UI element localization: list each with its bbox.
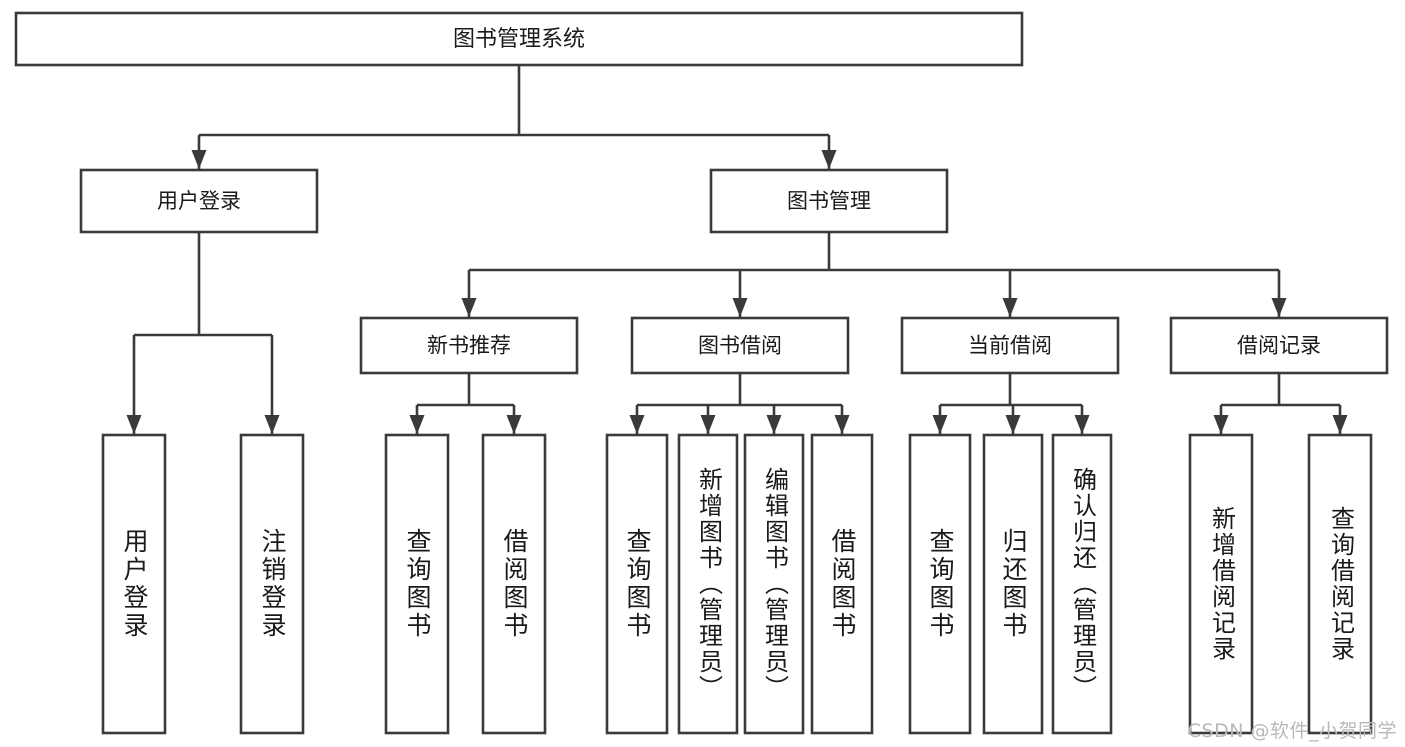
leaf-node-2[interactable] [384,433,450,735]
leaf-node-5[interactable] [677,433,739,735]
level2-node-0[interactable]: 用户登录 [79,168,319,234]
leaf-node-1[interactable] [239,433,305,735]
node-label: 当前借阅 [968,334,1052,358]
node-label: 新书推荐 [427,334,511,358]
leaf-node-7[interactable] [810,433,874,735]
leaf-node-10[interactable] [1051,433,1113,735]
node-label: 图书借阅 [698,334,782,358]
leaf-node-9[interactable] [982,433,1044,735]
connector-edges-group [126,65,1348,434]
node-label: 用户登录 [157,189,241,213]
level3-node-2[interactable]: 当前借阅 [900,316,1120,375]
level2-node-1[interactable]: 图书管理 [709,168,949,234]
leaf-node-3[interactable] [481,433,547,735]
level3-node-3[interactable]: 借阅记录 [1169,316,1389,375]
leaf-node-6[interactable] [743,433,805,735]
leaf-node-8[interactable] [908,433,972,735]
node-label: 图书管理系统 [453,27,585,52]
leaf-node-0[interactable] [101,433,167,735]
leaf-node-4[interactable] [605,433,669,735]
root-node-图书管理系统[interactable]: 图书管理系统 [14,11,1024,67]
node-label: 图书管理 [787,189,871,213]
leaf-node-11[interactable] [1188,433,1254,735]
leaf-node-12[interactable] [1307,433,1373,735]
level3-node-0[interactable]: 新书推荐 [359,316,579,375]
node-label: 借阅记录 [1237,334,1321,358]
watermark-text: CSDN @软件_小贺同学 [1187,720,1397,742]
level3-node-1[interactable]: 图书借阅 [630,316,850,375]
